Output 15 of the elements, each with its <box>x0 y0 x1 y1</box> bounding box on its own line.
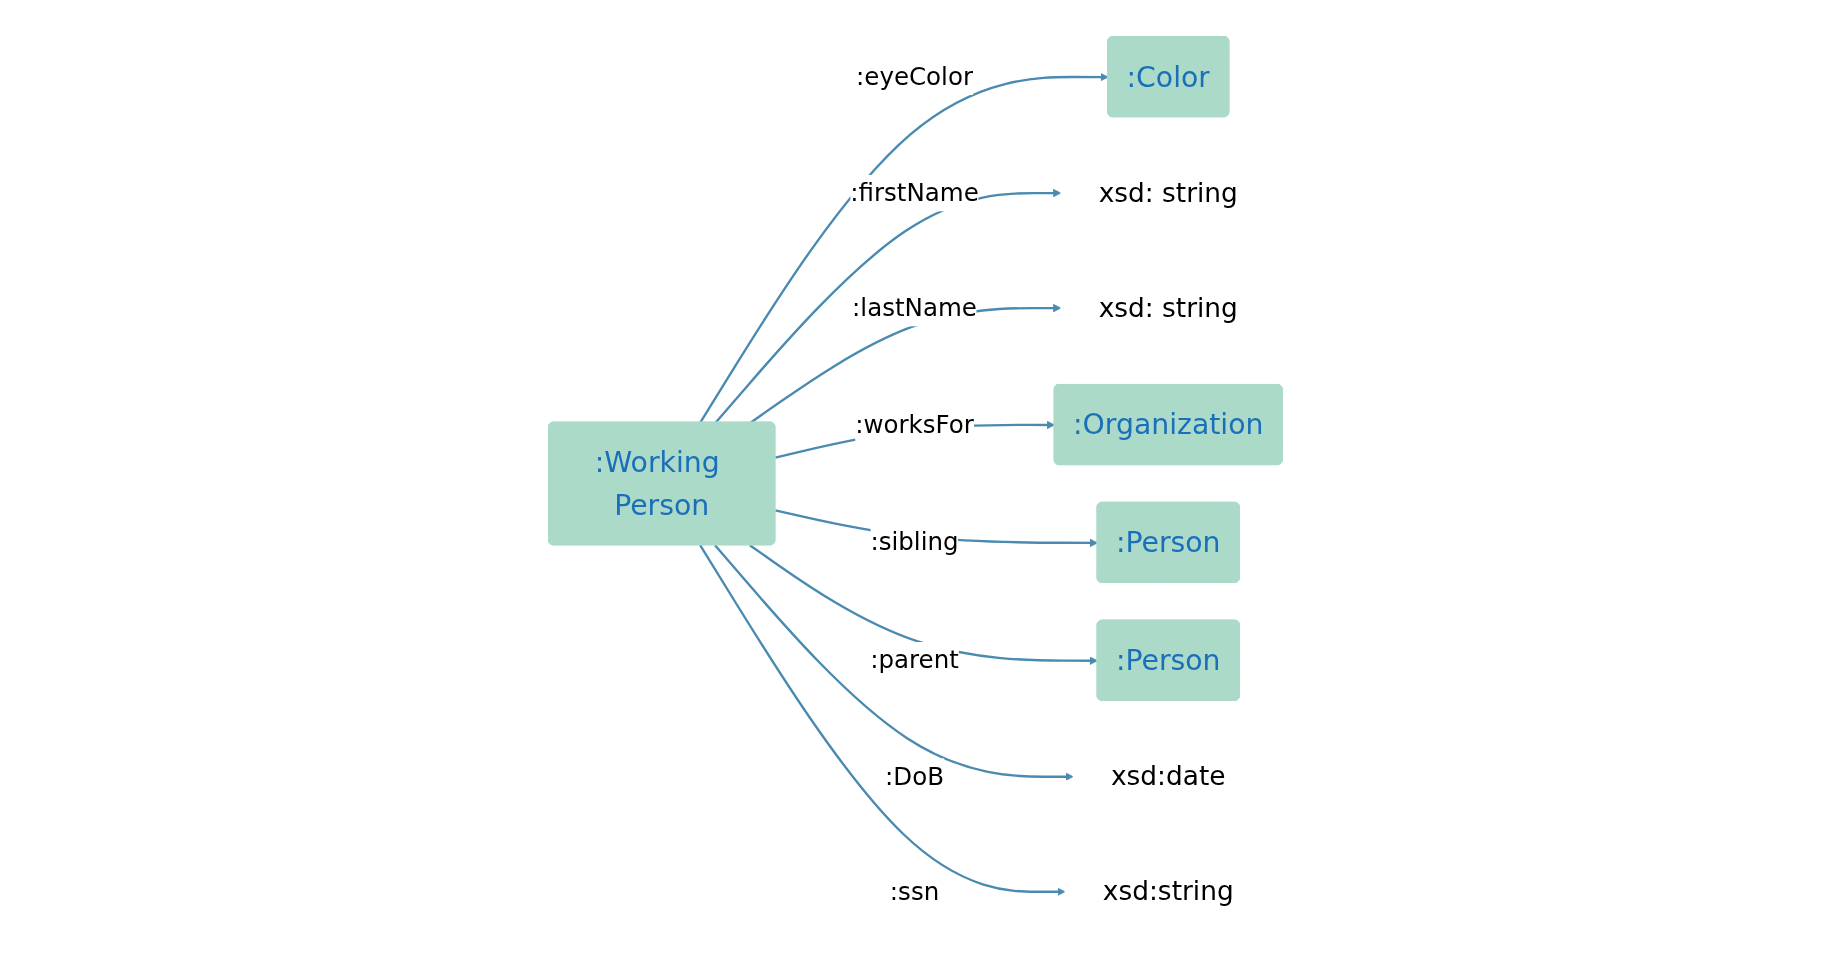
edge-label: :sibling <box>870 527 959 557</box>
edge-label: :eyeColor <box>855 62 973 91</box>
edge-label: :ssn <box>889 877 939 906</box>
edge-label: :DoB <box>884 762 944 791</box>
edge-label: :firstName <box>849 178 979 207</box>
node-text: xsd:string <box>1102 875 1234 907</box>
arrow <box>713 544 1074 781</box>
edge-label: :worksFor <box>854 409 974 439</box>
arrow <box>748 544 1098 665</box>
node-text: xsd: string <box>1098 292 1238 324</box>
edge-label: :parent <box>869 645 959 674</box>
edge-label: :lastName <box>851 293 977 322</box>
node-text: xsd: string <box>1098 177 1238 209</box>
arrow <box>698 544 1066 896</box>
node-text: xsd:date <box>1110 760 1226 792</box>
